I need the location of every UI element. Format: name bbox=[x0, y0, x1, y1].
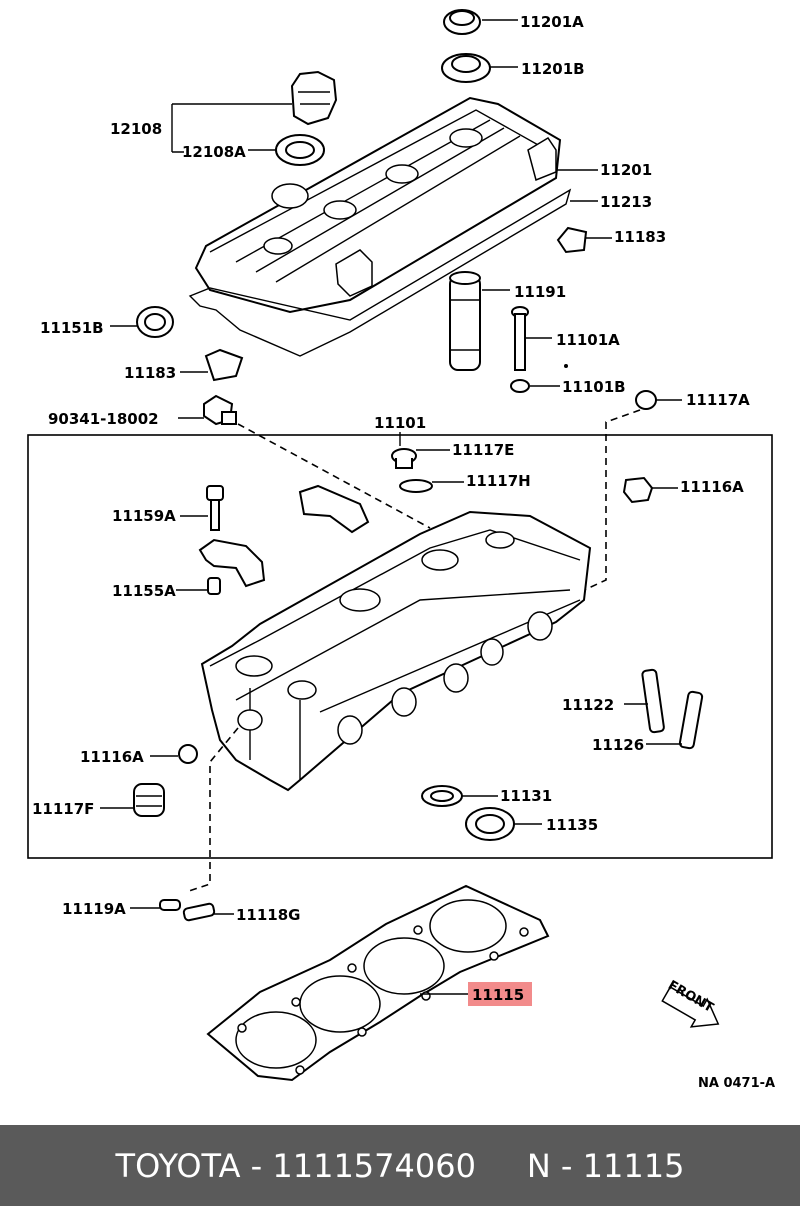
front-arrow-icon bbox=[661, 986, 720, 1028]
gasket-12108A bbox=[248, 134, 325, 166]
oil-filler-cap-12108 bbox=[171, 70, 338, 153]
label-11101: 11101 bbox=[374, 414, 426, 432]
footer-bar: TOYOTA - 1111574060 N - 11115 bbox=[0, 1125, 800, 1206]
label-11201B: 11201B bbox=[521, 60, 585, 78]
label-11131: 11131 bbox=[500, 787, 552, 805]
guide-11126 bbox=[646, 690, 704, 750]
oil-seal-11151B bbox=[110, 306, 174, 338]
label-11115: 11115 bbox=[472, 986, 524, 1004]
label-11119A: 11119A bbox=[62, 900, 126, 918]
plug-11183-upper bbox=[556, 226, 612, 254]
plug-90341-18002 bbox=[178, 394, 431, 529]
head-gasket-11115 bbox=[206, 884, 550, 1082]
label-11101B: 11101B bbox=[562, 378, 626, 396]
pin-11118G bbox=[182, 902, 234, 922]
cylinder-head-11101 bbox=[185, 510, 592, 893]
label-11101A: 11101A bbox=[556, 331, 620, 349]
plug-11117F bbox=[100, 783, 165, 817]
bearing-cap-11155A bbox=[176, 538, 266, 595]
pin-11119A bbox=[130, 899, 181, 911]
part-11115-highlight bbox=[468, 982, 532, 1006]
bolt-11159A bbox=[180, 485, 224, 531]
label-11191: 11191 bbox=[514, 283, 566, 301]
label-11135: 11135 bbox=[546, 816, 598, 834]
label-11201A: 11201A bbox=[520, 13, 584, 31]
label-12108A: 12108A bbox=[182, 143, 246, 161]
label-11118G: 11118G bbox=[236, 906, 301, 924]
bolt-11101A bbox=[511, 306, 568, 371]
plug-11116A-left bbox=[150, 744, 198, 764]
label-90341-18002: 90341-18002 bbox=[48, 410, 159, 428]
plug-11183-lower bbox=[180, 348, 244, 382]
label-11117H: 11117H bbox=[466, 472, 531, 490]
label-11117E: 11117E bbox=[452, 441, 514, 459]
label-11213: 11213 bbox=[600, 193, 652, 211]
exploded-parts-diagram: 11201A 11201B 12108 12108A 11201 11213 1… bbox=[27, 9, 775, 1091]
label-11116A-right: 11116A bbox=[680, 478, 744, 496]
guide-11122 bbox=[624, 668, 665, 734]
label-12108: 12108 bbox=[110, 120, 162, 138]
label-11126: 11126 bbox=[592, 736, 644, 754]
label-11159A: 11159A bbox=[112, 507, 176, 525]
label-11117A: 11117A bbox=[686, 391, 750, 409]
label-11117F: 11117F bbox=[32, 800, 94, 818]
valve-cover-11201 bbox=[194, 96, 598, 314]
label-11122: 11122 bbox=[562, 696, 614, 714]
label-11183-upper: 11183 bbox=[614, 228, 666, 246]
label-11155A: 11155A bbox=[112, 582, 176, 600]
gasket-11213 bbox=[188, 188, 598, 357]
spark-plug-tube-11191 bbox=[449, 271, 510, 371]
label-11201: 11201 bbox=[600, 161, 652, 179]
grommet-11201B bbox=[441, 53, 518, 83]
plug-11116A-right bbox=[622, 476, 678, 504]
diagram-code: NA 0471-A bbox=[698, 1076, 775, 1091]
seal-11131 bbox=[421, 785, 498, 807]
washer-11101B bbox=[510, 379, 560, 393]
label-11151B: 11151B bbox=[40, 319, 104, 337]
label-11116A-left: 11116A bbox=[80, 748, 144, 766]
cap-11117A bbox=[579, 390, 682, 593]
bearing-cap-top bbox=[298, 484, 370, 534]
ring-11117H bbox=[399, 479, 464, 493]
cap-11201A bbox=[443, 9, 518, 35]
footer-text: TOYOTA - 1111574060 N - 11115 bbox=[115, 1146, 685, 1185]
plug-11117E bbox=[391, 448, 450, 469]
label-11183-lower: 11183 bbox=[124, 364, 176, 382]
seal-11135 bbox=[465, 807, 542, 841]
